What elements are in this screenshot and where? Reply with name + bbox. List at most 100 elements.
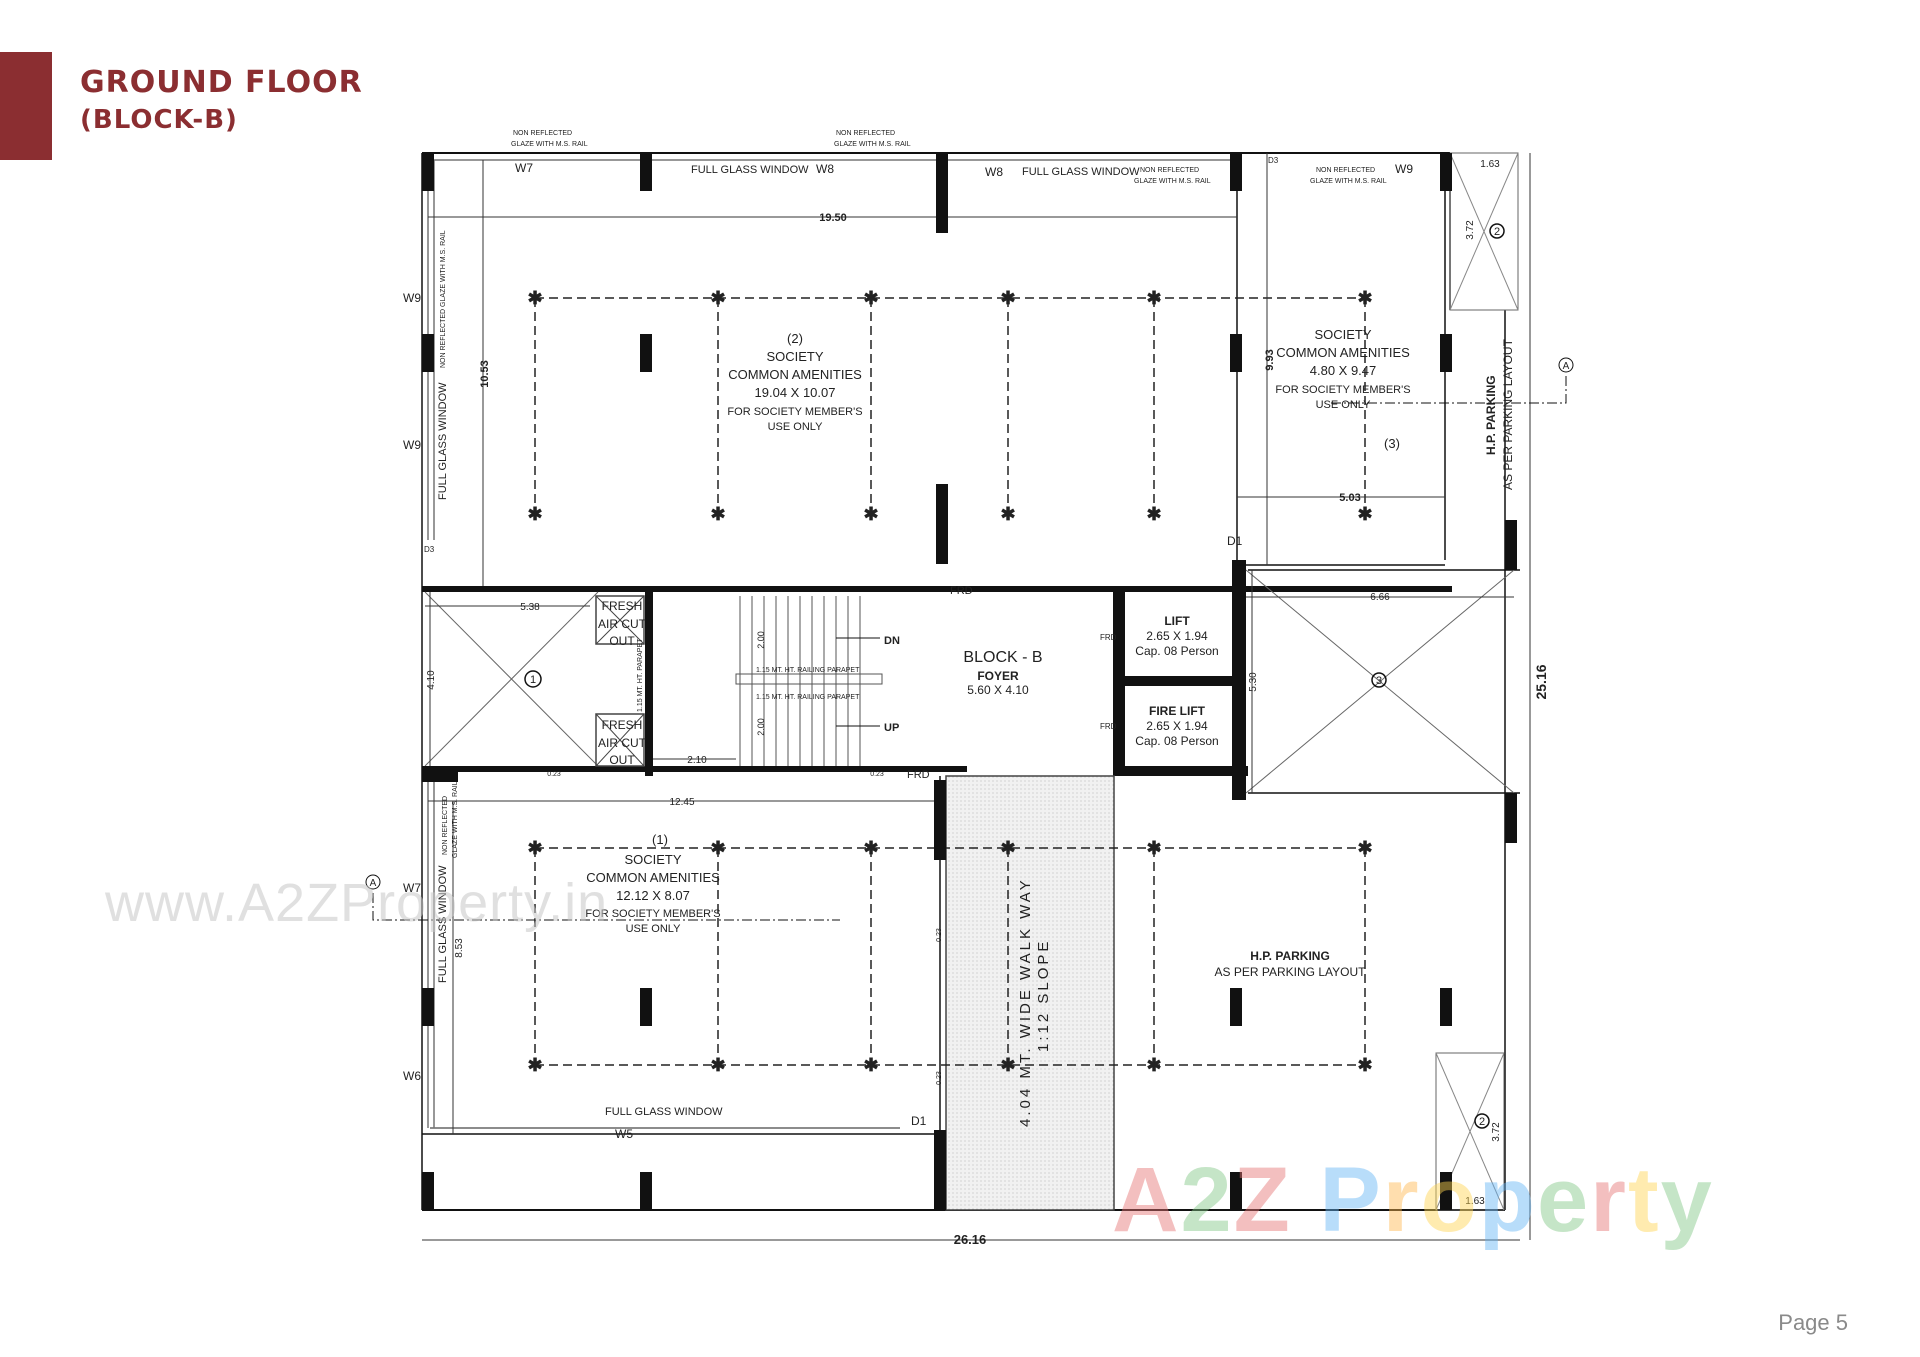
svg-text:OUT: OUT (609, 634, 635, 648)
svg-text:0.23: 0.23 (936, 1071, 943, 1085)
svg-text:FRESH: FRESH (602, 718, 643, 732)
svg-text:FULL GLASS WINDOW: FULL GLASS WINDOW (437, 865, 449, 983)
svg-text:COMMON AMENITIES: COMMON AMENITIES (586, 870, 720, 885)
page-number: Page 5 (1778, 1310, 1848, 1335)
svg-text:NON REFLECTED: NON REFLECTED (836, 130, 895, 137)
svg-text:USE ONLY: USE ONLY (1316, 399, 1371, 411)
svg-text:2.00: 2.00 (756, 631, 766, 649)
svg-text:NON REFLECTED: NON REFLECTED (513, 130, 572, 137)
svg-text:✱: ✱ (1000, 1055, 1015, 1075)
svg-text:NON REFLECTED: NON REFLECTED (1140, 167, 1199, 174)
svg-text:USE ONLY: USE ONLY (626, 923, 681, 935)
svg-text:FRD: FRD (1100, 722, 1117, 731)
svg-text:✱: ✱ (1357, 504, 1372, 524)
svg-text:✱: ✱ (710, 838, 725, 858)
svg-text:A: A (370, 878, 377, 889)
svg-text:FRD: FRD (950, 585, 973, 597)
svg-text:AIR CUT: AIR CUT (598, 736, 647, 750)
svg-text:✱: ✱ (863, 838, 878, 858)
svg-text:W6: W6 (403, 1069, 421, 1083)
svg-text:✱: ✱ (1357, 838, 1372, 858)
svg-text:✱: ✱ (527, 504, 542, 524)
svg-text:✱: ✱ (1146, 838, 1161, 858)
svg-text:FOR SOCIETY MEMBER'S: FOR SOCIETY MEMBER'S (727, 406, 862, 418)
watermark-url: www.A2ZProperty.in (105, 873, 609, 933)
svg-text:AIR CUT: AIR CUT (598, 617, 647, 631)
svg-text:COMMON AMENITIES: COMMON AMENITIES (1276, 345, 1410, 360)
svg-text:✱: ✱ (1146, 1055, 1161, 1075)
svg-text:FIRE LIFT: FIRE LIFT (1149, 704, 1206, 718)
svg-text:8.53: 8.53 (454, 938, 465, 958)
svg-text:✱: ✱ (1146, 504, 1161, 524)
svg-text:AS PER PARKING LAYOUT: AS PER PARKING LAYOUT (1501, 338, 1515, 490)
title-floor: GROUND FLOOR (80, 65, 363, 100)
svg-text:4.04 MT. WIDE WALK WAY: 4.04 MT. WIDE WALK WAY (1017, 877, 1034, 1127)
svg-text:0.23: 0.23 (870, 771, 884, 778)
svg-text:5.38: 5.38 (520, 602, 540, 613)
svg-text:10.53: 10.53 (479, 360, 491, 388)
svg-text:FRD: FRD (907, 769, 930, 781)
svg-text:1.15 MT. HT. PARAPET: 1.15 MT. HT. PARAPET (637, 638, 644, 712)
svg-text:DN: DN (884, 635, 900, 647)
svg-text:UP: UP (884, 722, 899, 734)
svg-text:W9: W9 (1395, 162, 1413, 176)
svg-text:1.15 MT. HT. RAILING PARAPET: 1.15 MT. HT. RAILING PARAPET (756, 667, 860, 674)
page-title: GROUND FLOOR (BLOCK-B) (80, 64, 363, 138)
svg-text:5.60 X 4.10: 5.60 X 4.10 (967, 683, 1029, 697)
svg-text:H.P. PARKING: H.P. PARKING (1484, 375, 1498, 455)
svg-text:NON REFLECTED: NON REFLECTED (442, 796, 449, 855)
svg-text:OUT: OUT (609, 753, 635, 767)
svg-text:2: 2 (1494, 226, 1500, 238)
svg-text:✱: ✱ (863, 504, 878, 524)
svg-text:2: 2 (1479, 1116, 1485, 1128)
svg-text:W9: W9 (403, 438, 421, 452)
svg-text:W8: W8 (816, 162, 834, 176)
svg-text:✱: ✱ (1000, 288, 1015, 308)
svg-text:AS PER PARKING LAYOUT: AS PER PARKING LAYOUT (1215, 965, 1367, 979)
svg-text:D3: D3 (1268, 156, 1279, 165)
svg-text:2.00: 2.00 (756, 718, 766, 736)
svg-text:✱: ✱ (527, 1055, 542, 1075)
svg-text:BLOCK - B: BLOCK - B (963, 649, 1042, 666)
title-block: (BLOCK-B) (80, 105, 238, 135)
svg-text:Cap. 08 Person: Cap. 08 Person (1135, 644, 1218, 658)
svg-text:A: A (1563, 361, 1570, 372)
svg-text:W8: W8 (985, 165, 1003, 179)
svg-text:W7: W7 (403, 881, 421, 895)
svg-text:6.66: 6.66 (1370, 592, 1390, 603)
svg-text:12.45: 12.45 (669, 797, 694, 808)
svg-text:LIFT: LIFT (1164, 614, 1190, 628)
svg-text:4.80 X 9.47: 4.80 X 9.47 (1310, 363, 1377, 378)
svg-text:0.23: 0.23 (936, 928, 943, 942)
svg-text:✱: ✱ (527, 288, 542, 308)
svg-text:✱: ✱ (1357, 288, 1372, 308)
svg-text:NON REFLECTED GLAZE WITH M.S.: NON REFLECTED GLAZE WITH M.S. RAIL (440, 230, 447, 368)
svg-text:FULL GLASS WINDOW: FULL GLASS WINDOW (437, 382, 449, 500)
svg-text:2.65 X 1.94: 2.65 X 1.94 (1146, 719, 1208, 733)
svg-text:✱: ✱ (863, 288, 878, 308)
svg-text:25.16: 25.16 (1533, 664, 1549, 699)
svg-text:GLAZE WITH M.S. RAIL: GLAZE WITH M.S. RAIL (834, 141, 911, 148)
svg-text:✱: ✱ (710, 1055, 725, 1075)
svg-text:26.16: 26.16 (954, 1232, 987, 1247)
svg-text:SOCIETY: SOCIETY (766, 349, 823, 364)
svg-text:Cap. 08 Person: Cap. 08 Person (1135, 734, 1218, 748)
svg-text:GLAZE WITH M.S. RAIL: GLAZE WITH M.S. RAIL (452, 781, 459, 858)
svg-text:SOCIETY: SOCIETY (1314, 327, 1371, 342)
svg-text:NON REFLECTED: NON REFLECTED (1316, 167, 1375, 174)
svg-text:W7: W7 (515, 161, 533, 175)
svg-text:9.93: 9.93 (1264, 349, 1276, 370)
svg-text:USE ONLY: USE ONLY (768, 421, 823, 433)
svg-text:0.23: 0.23 (547, 771, 561, 778)
svg-text:(1): (1) (652, 832, 668, 847)
svg-text:D3: D3 (424, 545, 435, 554)
svg-text:1:12 SLOPE: 1:12 SLOPE (1035, 939, 1052, 1052)
svg-text:FULL GLASS WINDOW: FULL GLASS WINDOW (691, 164, 809, 176)
svg-text:2.65 X 1.94: 2.65 X 1.94 (1146, 629, 1208, 643)
svg-text:FULL GLASS WINDOW: FULL GLASS WINDOW (605, 1106, 723, 1118)
svg-text:✱: ✱ (1000, 504, 1015, 524)
svg-text:✱: ✱ (1000, 838, 1015, 858)
svg-text:D1: D1 (1227, 534, 1243, 548)
svg-text:FOR SOCIETY MEMBER'S: FOR SOCIETY MEMBER'S (1275, 384, 1410, 396)
